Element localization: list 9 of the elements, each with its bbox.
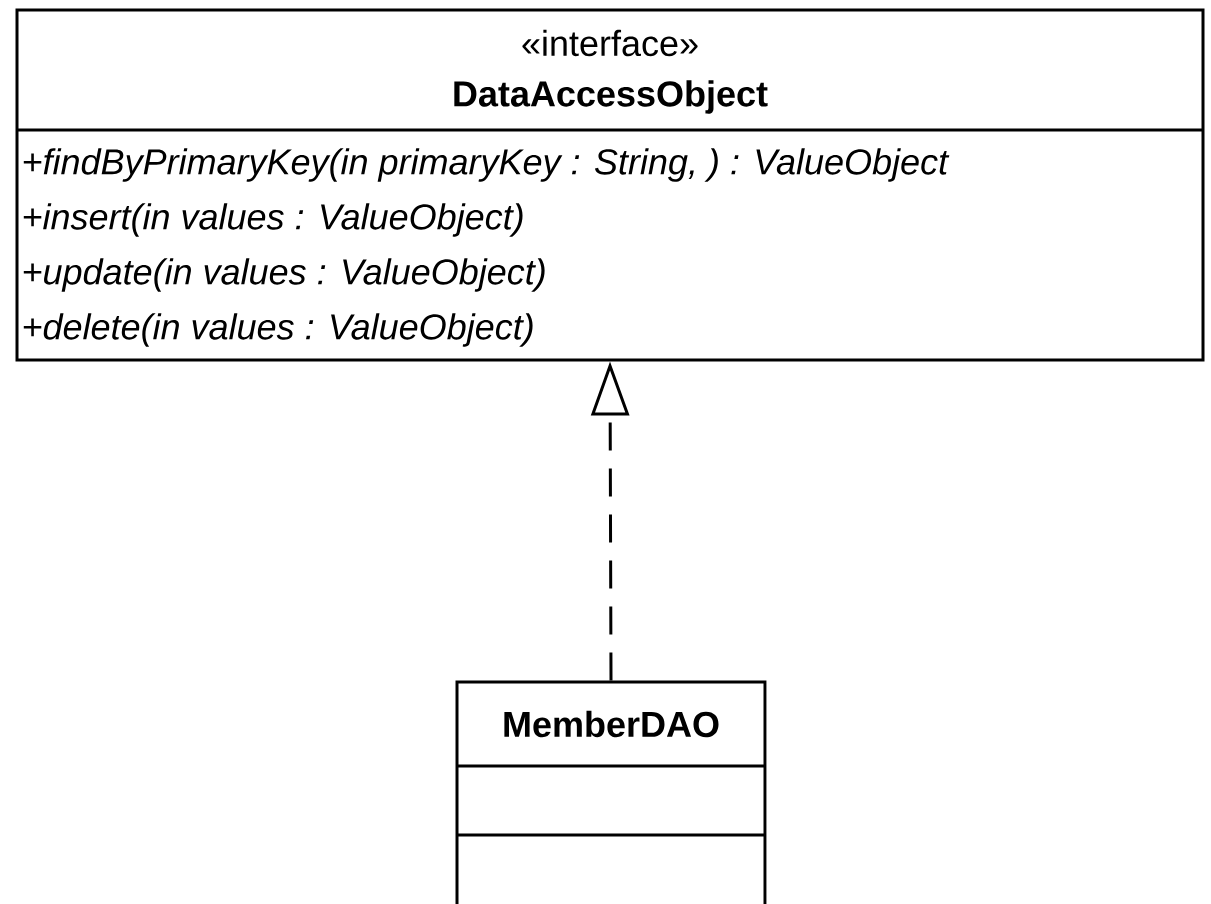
method-text: +delete(in values : ValueObject) [23,313,533,347]
method-text: +insert(in values : ValueObject) [23,203,523,237]
class-box [455,680,767,904]
class-name: MemberDAO [504,710,719,738]
stereotype-label: «interface» [522,29,698,57]
method-text: +findByPrimaryKey(in primaryKey : String, ) : ValueObject [23,148,950,182]
class-name: DataAccessObject [454,80,768,114]
class-box [15,8,1205,362]
method-text: +update(in values : ValueObject) [23,258,545,292]
